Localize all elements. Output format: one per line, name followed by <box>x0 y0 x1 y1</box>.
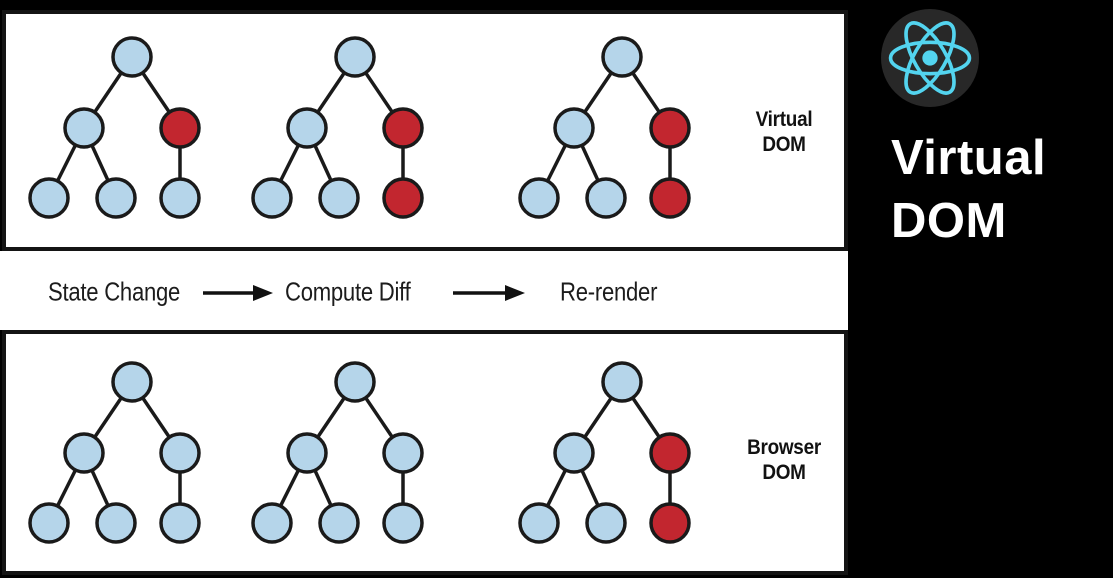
virtual-dom-tree-3 <box>517 27 727 222</box>
virtual-dom-tree-2 <box>250 27 460 222</box>
tree-node-root <box>601 361 643 403</box>
step-compute-diff: Compute Diff <box>285 276 411 307</box>
tree-node-right-child <box>382 107 424 149</box>
virtual-dom-panel-label: Virtual DOM <box>727 107 841 157</box>
virtual-dom-label-line1: Virtual <box>755 107 813 131</box>
virtual-dom-panel: Virtual DOM <box>2 10 848 251</box>
sidebar-title-line2: DOM <box>891 194 1007 248</box>
sidebar-title: Virtual DOM <box>891 127 1046 253</box>
tree-node-root <box>334 361 376 403</box>
virtual-dom-tree-1 <box>27 27 237 222</box>
tree-node-right-child <box>649 107 691 149</box>
tree-node-left-child <box>286 432 328 474</box>
browser-dom-tree-2 <box>250 352 460 547</box>
virtual-dom-label-line2: DOM <box>762 132 806 156</box>
tree-node-right-grandchild <box>382 177 424 219</box>
tree-node-left-child <box>553 432 595 474</box>
tree-node-left-grandchild-1 <box>251 502 293 544</box>
tree-node-left-grandchild-2 <box>585 502 627 544</box>
tree-node-right-child <box>382 432 424 474</box>
tree-node-left-grandchild-2 <box>585 177 627 219</box>
tree-node-right-child <box>159 107 201 149</box>
tree-node-left-grandchild-2 <box>318 177 360 219</box>
tree-node-left-grandchild-1 <box>28 177 70 219</box>
browser-dom-panel: Browser DOM <box>2 330 848 575</box>
tree-node-left-grandchild-1 <box>28 502 70 544</box>
tree-node-left-grandchild-2 <box>95 177 137 219</box>
react-atom-glyph <box>888 21 972 95</box>
sidebar: Virtual DOM <box>848 0 1113 578</box>
tree-node-right-grandchild <box>649 502 691 544</box>
sidebar-title-line1: Virtual <box>891 131 1047 185</box>
browser-dom-label-line1: Browser <box>747 435 821 459</box>
react-logo-icon <box>881 9 979 107</box>
tree-node-left-grandchild-2 <box>318 502 360 544</box>
tree-node-left-grandchild-1 <box>518 177 560 219</box>
tree-node-right-child <box>649 432 691 474</box>
process-strip: State Change Compute Diff Re-render <box>0 251 848 330</box>
right-arrow-icon <box>203 285 273 301</box>
tree-node-left-grandchild-1 <box>518 502 560 544</box>
tree-node-left-child <box>63 107 105 149</box>
browser-dom-label-line2: DOM <box>762 460 806 484</box>
tree-node-left-grandchild-1 <box>251 177 293 219</box>
tree-node-root <box>111 36 153 78</box>
step-state-change: State Change <box>48 276 181 307</box>
tree-node-right-grandchild <box>649 177 691 219</box>
browser-dom-panel-label: Browser DOM <box>727 435 841 485</box>
tree-node-root <box>601 36 643 78</box>
tree-node-root <box>334 36 376 78</box>
tree-node-right-child <box>159 432 201 474</box>
tree-node-left-child <box>286 107 328 149</box>
tree-node-root <box>111 361 153 403</box>
browser-dom-tree-1 <box>27 352 237 547</box>
right-arrow-icon <box>453 285 525 301</box>
tree-node-left-child <box>63 432 105 474</box>
tree-node-left-grandchild-2 <box>95 502 137 544</box>
tree-node-right-grandchild <box>382 502 424 544</box>
tree-node-left-child <box>553 107 595 149</box>
browser-dom-tree-3 <box>517 352 727 547</box>
tree-node-right-grandchild <box>159 177 201 219</box>
step-re-render: Re-render <box>560 276 658 307</box>
tree-node-right-grandchild <box>159 502 201 544</box>
